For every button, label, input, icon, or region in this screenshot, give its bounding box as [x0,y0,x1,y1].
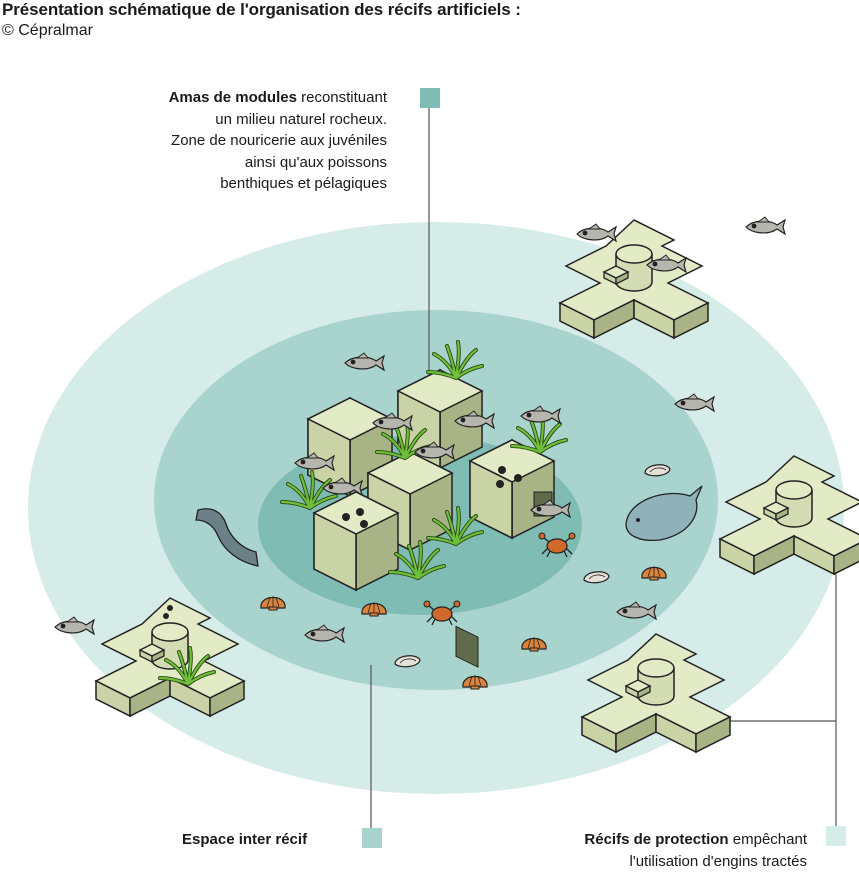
legend-square-recifs [826,826,846,846]
callout-recifs: Récifs de protection empêchant l'utilisa… [584,829,807,872]
callout-amas-line: Zone de nouricerie aux juvéniles [169,130,387,152]
callout-espace-bold: Espace inter récif [182,831,307,848]
callout-amas: Amas de modules reconstituant un milieu … [169,87,387,195]
callout-espace: Espace inter récif [182,829,307,851]
callout-amas-rest: reconstituant [297,89,387,106]
legend-square-amas [420,88,440,108]
callout-recifs-rest: empêchant [729,831,807,848]
legend-square-espace [362,828,382,848]
fish [746,217,785,234]
callout-amas-line: benthiques et pélagiques [169,173,387,195]
callout-amas-bold: Amas de modules [169,89,297,106]
callout-amas-line: un milieu naturel rocheux. [169,109,387,131]
callout-amas-line: ainsi qu'aux poissons [169,152,387,174]
fish [577,224,616,241]
callout-recifs-bold: Récifs de protection [584,831,728,848]
